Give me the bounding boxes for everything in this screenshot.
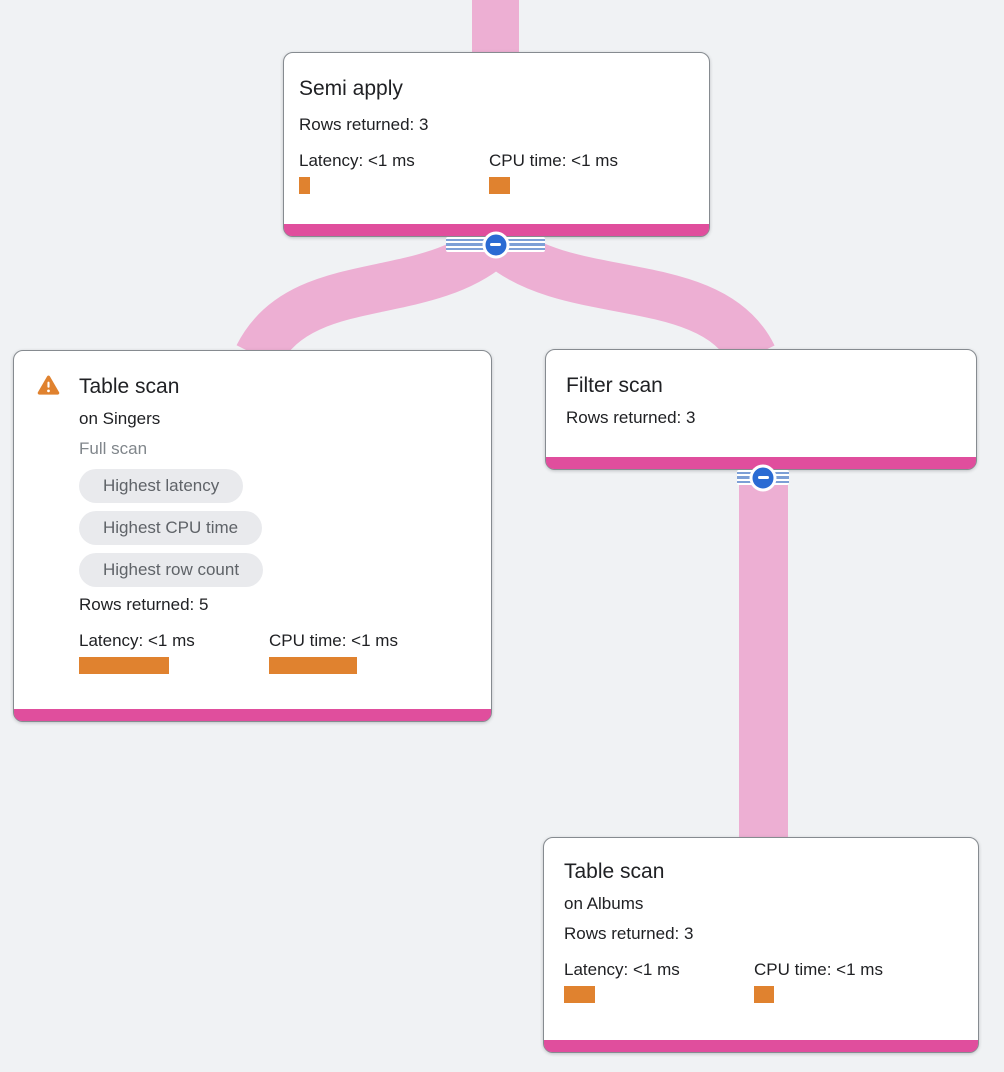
node-title: Semi apply [299,77,403,100]
rows-returned: Rows returned: 3 [299,115,429,134]
node-table-scan-singers[interactable]: Table scan on Singers Full scan Highest … [13,350,492,722]
node-title: Filter scan [566,374,663,397]
rows-returned: Rows returned: 3 [564,924,694,943]
metrics-row: Latency: <1 ms CPU time: <1 ms [299,151,694,194]
cpu-label: CPU time: <1 ms [489,151,618,170]
latency-metric: Latency: <1 ms [299,151,489,194]
node-accent-bar [544,1040,978,1052]
latency-bar [564,986,595,1003]
minus-glyph [490,243,501,246]
edge-semi-apply-to-table-scan-singers [236,226,506,369]
node-accent-bar [546,457,976,469]
node-subtitle: on Singers [79,409,161,428]
node-semi-apply[interactable]: Semi apply Rows returned: 3 Latency: <1 … [283,52,710,237]
node-title: Table scan [79,375,180,398]
badge-highest-cpu-time: Highest CPU time [79,511,263,545]
metrics-row: Latency: <1 ms CPU time: <1 ms [79,631,471,674]
latency-bar [79,657,169,674]
edge-semi-apply-to-filter-scan [486,226,775,368]
latency-label: Latency: <1 ms [299,151,415,170]
node-table-scan-albums[interactable]: Table scan on Albums Rows returned: 3 La… [543,837,979,1053]
cpu-metric: CPU time: <1 ms [754,960,944,1003]
latency-bar [299,177,310,194]
cpu-metric: CPU time: <1 ms [489,151,679,194]
collapse-button-semi-apply[interactable] [446,231,545,258]
badge-list: Highest latency Highest CPU time Highest… [79,469,471,587]
scan-type: Full scan [79,439,148,458]
node-filter-scan[interactable]: Filter scan Rows returned: 3 [545,349,977,470]
rows-returned: Rows returned: 3 [566,408,696,427]
latency-label: Latency: <1 ms [79,631,195,650]
edge-filter-scan-to-table-scan-albums [739,468,788,840]
collapse-button-filter-scan[interactable] [737,464,789,491]
cpu-label: CPU time: <1 ms [754,960,883,979]
node-subtitle: on Albums [564,894,644,913]
cpu-label: CPU time: <1 ms [269,631,398,650]
warning-icon [37,375,60,395]
rows-returned: Rows returned: 5 [79,595,209,614]
cpu-bar [754,986,774,1003]
badge-highest-latency: Highest latency [79,469,244,503]
node-title: Table scan [564,860,665,883]
cpu-bar [489,177,510,194]
latency-metric: Latency: <1 ms [79,631,269,674]
node-accent-bar [14,709,491,721]
minus-circle-icon[interactable] [482,231,509,258]
metrics-row: Latency: <1 ms CPU time: <1 ms [564,960,958,1003]
node-accent-bar [284,224,709,236]
edge-root-to-semi-apply [472,0,519,56]
minus-glyph [757,476,769,479]
cpu-bar [269,657,357,674]
badge-highest-row-count: Highest row count [79,553,264,587]
minus-circle-icon[interactable] [749,464,777,491]
latency-metric: Latency: <1 ms [564,960,754,1003]
latency-label: Latency: <1 ms [564,960,680,979]
cpu-metric: CPU time: <1 ms [269,631,459,674]
